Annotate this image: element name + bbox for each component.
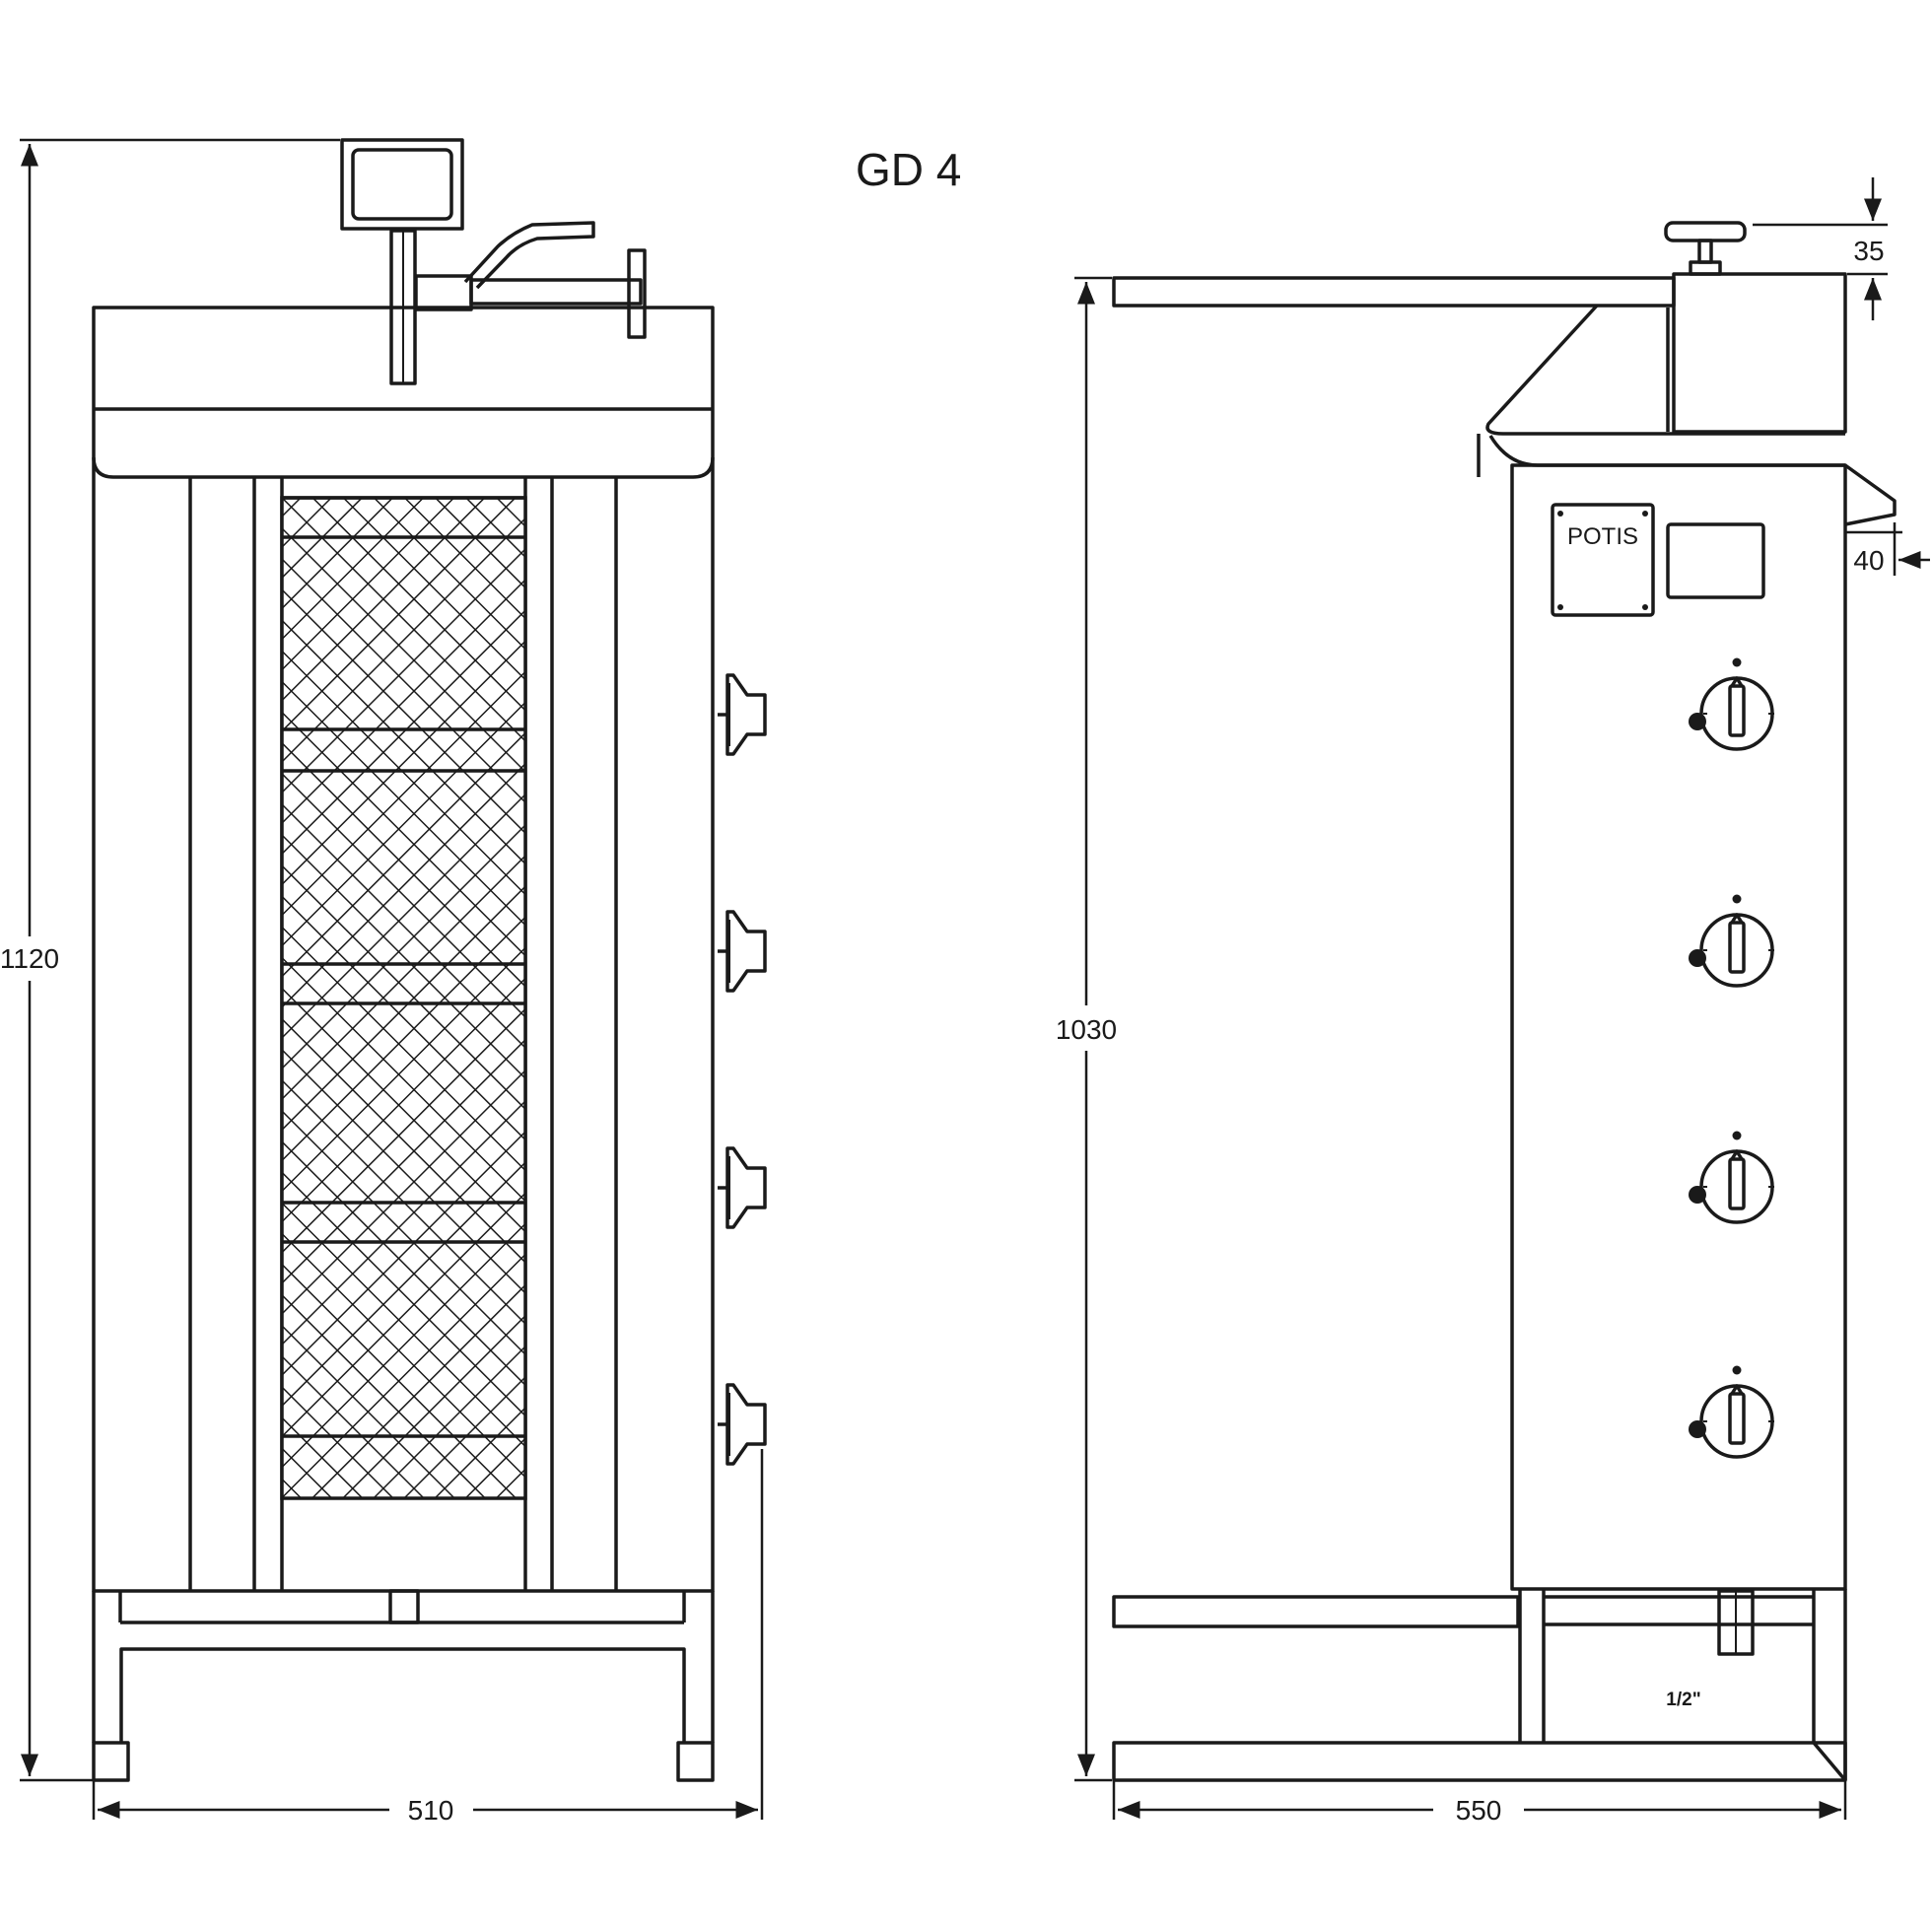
front-base [92,1589,715,1782]
top-offset-label: 35 [1853,236,1884,266]
side-depth-label: 550 [1456,1795,1502,1826]
side-knobs [1687,656,1776,1459]
front-offset-dimension: 40 [1845,522,1930,576]
front-offset-label: 40 [1853,545,1884,576]
motor-box [340,138,464,231]
gas-connection-label: 1/2" [1666,1690,1700,1710]
top-offset-dimension: 35 [1753,177,1888,320]
side-drip-lip [1843,463,1897,526]
side-height-dimension: 1030 [1056,276,1117,1782]
front-knobs [716,673,767,1466]
hood [1485,304,1845,436]
front-width-dimension: 510 [92,1449,764,1826]
spit-arm [469,278,643,306]
brand-label: POTIS [1567,523,1638,550]
side-body-outline [1510,463,1847,1591]
spit-handle [627,248,647,339]
burner-mesh-panels [280,496,527,1500]
side-motor-housing [1672,272,1847,434]
brand-plate: POTIS [1551,503,1655,617]
front-left-foot [92,1741,130,1782]
top-adjust-knob [1664,221,1747,276]
drawing-title: GD 4 [856,144,961,195]
top-cover-lip [92,456,715,479]
front-height-dimension: 1120 [0,138,340,1782]
side-depth-dimension: 550 [1112,1780,1847,1826]
side-view: POTIS 1/2" [1056,177,1930,1826]
front-view: 1120 510 [0,138,767,1826]
side-base: 1/2" [1112,1589,1847,1782]
top-rail [1112,276,1676,308]
front-height-label: 1120 [0,943,59,974]
spit-motor-assembly [340,138,647,385]
side-height-label: 1030 [1056,1014,1117,1045]
front-width-label: 510 [408,1795,454,1826]
display-window [1666,522,1765,599]
front-right-foot [676,1741,715,1782]
